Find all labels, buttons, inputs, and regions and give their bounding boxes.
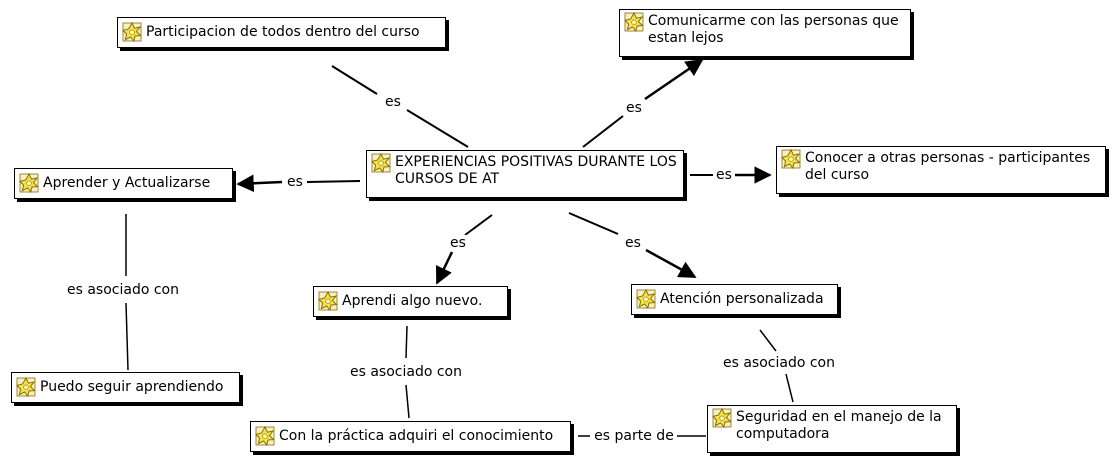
link-line bbox=[331, 65, 378, 95]
concept-star-icon bbox=[636, 289, 656, 309]
link-line bbox=[464, 214, 493, 236]
concept-node-aprender[interactable]: Aprender y Actualizarse bbox=[14, 168, 233, 199]
link-line bbox=[306, 180, 361, 183]
concept-node-comunicarme[interactable]: Comunicarme con las personas que estan l… bbox=[619, 9, 911, 57]
concept-label: Comunicarme con las personas que estan l… bbox=[648, 13, 899, 46]
concept-node-puedo[interactable]: Puedo seguir aprendiendo bbox=[11, 372, 240, 403]
link-label-es: es bbox=[715, 167, 733, 183]
link-label-es-asociado-con: es asociado con bbox=[66, 282, 180, 298]
concept-star-icon bbox=[712, 408, 732, 428]
link-label-es: es bbox=[625, 100, 643, 116]
link-line bbox=[759, 329, 777, 352]
concept-node-practica[interactable]: Con la práctica adquiri el conocimiento bbox=[250, 421, 571, 452]
link-line bbox=[125, 302, 129, 371]
link-label-es-parte-de: es parte de bbox=[593, 428, 675, 444]
concept-node-participacion[interactable]: Participacion de todos dentro del curso bbox=[117, 17, 446, 48]
link-line bbox=[568, 212, 619, 235]
link-line bbox=[405, 325, 408, 359]
concept-node-seguridad[interactable]: Seguridad en el manejo de la computadora bbox=[707, 405, 957, 453]
concept-star-icon bbox=[16, 377, 36, 397]
link-label-es: es bbox=[384, 94, 402, 110]
concept-node-aprendi[interactable]: Aprendi algo nuevo. bbox=[313, 286, 508, 317]
concept-star-icon bbox=[19, 173, 39, 193]
concept-label: Seguridad en el manejo de la computadora bbox=[736, 409, 942, 442]
concept-star-icon bbox=[624, 12, 644, 32]
concept-star-icon bbox=[371, 153, 391, 173]
concept-label: Participacion de todos dentro del curso bbox=[146, 24, 420, 40]
concept-label: Aprendi algo nuevo. bbox=[342, 293, 483, 309]
concept-label: Con la práctica adquiri el conocimiento bbox=[279, 428, 554, 444]
concept-star-icon bbox=[255, 426, 275, 446]
concept-label: Puedo seguir aprendiendo bbox=[40, 379, 224, 395]
concept-node-central[interactable]: EXPERIENCIAS POSITIVAS DURANTE LOS CURSO… bbox=[366, 150, 684, 198]
concept-star-icon bbox=[122, 22, 142, 42]
concept-node-atencion[interactable]: Atención personalizada bbox=[631, 284, 838, 315]
link-line bbox=[785, 373, 794, 403]
link-line bbox=[406, 109, 469, 148]
concept-node-conocer[interactable]: Conocer a otras personas - participantes… bbox=[776, 146, 1106, 194]
link-label-es-asociado-con: es asociado con bbox=[722, 355, 836, 371]
link-label-es: es bbox=[624, 235, 642, 251]
concept-label: Conocer a otras personas - participantes… bbox=[805, 150, 1091, 183]
link-line bbox=[236, 174, 283, 193]
concept-star-icon bbox=[781, 149, 801, 169]
concept-label: Atención personalizada bbox=[660, 291, 824, 307]
link-line bbox=[644, 58, 704, 101]
link-label-es: es bbox=[449, 235, 467, 251]
concept-label: EXPERIENCIAS POSITIVAS DURANTE LOS CURSO… bbox=[395, 154, 677, 187]
link-line bbox=[645, 248, 697, 279]
link-line bbox=[405, 384, 410, 419]
concept-label: Aprender y Actualizarse bbox=[43, 175, 211, 191]
link-label-es-asociado-con: es asociado con bbox=[349, 364, 463, 380]
link-line bbox=[435, 251, 454, 285]
concept-star-icon bbox=[318, 291, 338, 311]
link-line bbox=[582, 115, 624, 148]
link-label-es: es bbox=[286, 174, 304, 190]
